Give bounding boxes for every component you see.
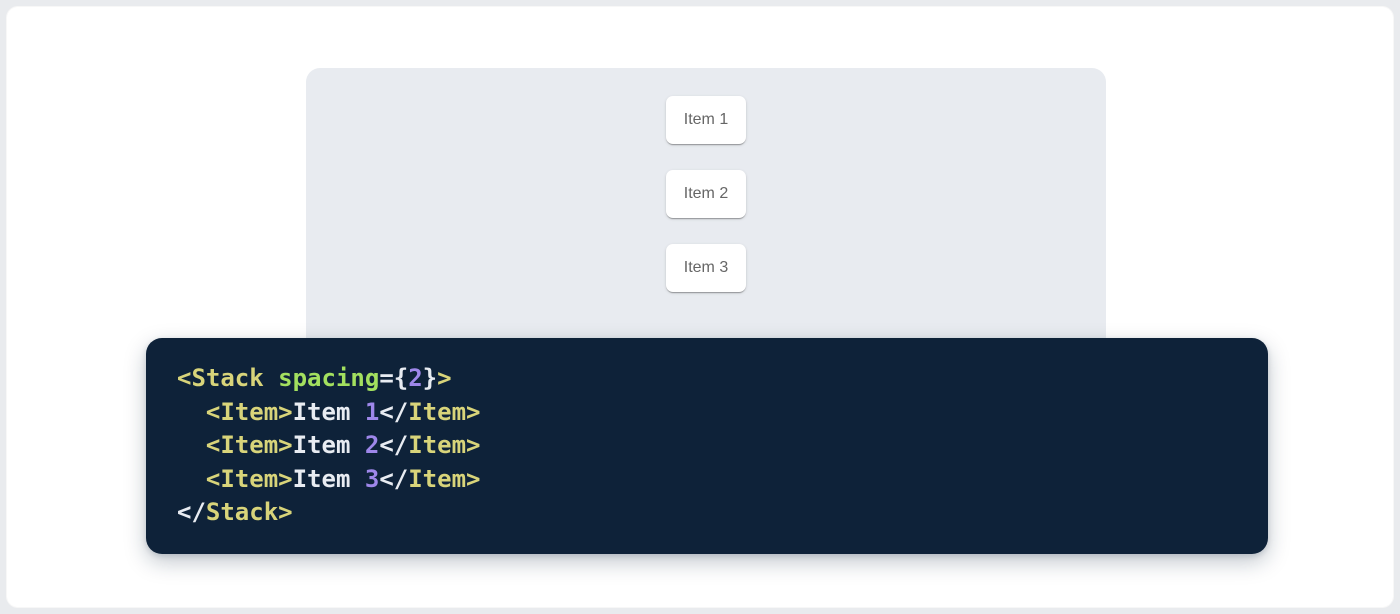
stack-item-label: Item 2 — [683, 185, 729, 202]
code-token-tag: Stack> — [205, 498, 293, 526]
code-token-number: 1 — [364, 397, 380, 426]
code-token-plain — [177, 431, 206, 459]
code-token-tag: Item> — [408, 464, 481, 493]
code-token-plain: </ — [379, 431, 409, 459]
code-token-tag: <Stack — [177, 364, 279, 392]
code-token-tag: > — [437, 364, 452, 392]
code-token-tag: <Item> — [205, 431, 293, 459]
code-token-attribute: spacing — [278, 364, 380, 392]
stack-item-card: Item 3 — [666, 244, 746, 292]
code-token-plain — [177, 398, 206, 426]
stack-item-label: Item 1 — [683, 111, 729, 128]
code-token-number: 2 — [364, 431, 380, 459]
code-block: <Stack spacing={2}> <Item>Item 1</Item> … — [146, 338, 1268, 554]
code-token-plain: </ — [177, 498, 206, 526]
code-token-tag: <Item> — [205, 464, 293, 493]
code-token-plain: Item — [292, 397, 365, 426]
code-token-number: 2 — [408, 364, 423, 392]
code-line: <Stack spacing={2}> — [177, 362, 1237, 396]
code-token-plain: } — [422, 364, 438, 392]
code-token-plain: ={ — [379, 364, 409, 392]
code-token-tag: Item> — [408, 397, 481, 426]
code-token-plain: Item — [292, 464, 365, 493]
code-token-tag: Item> — [408, 431, 481, 459]
code-token-plain — [177, 465, 206, 493]
stack-item-card: Item 2 — [666, 170, 746, 218]
code-line: <Item>Item 3</Item> — [177, 463, 1237, 497]
code-line: <Item>Item 2</Item> — [177, 429, 1237, 463]
code-token-plain: Item — [292, 431, 365, 459]
code-token-plain: </ — [379, 464, 409, 493]
code-line: </Stack> — [177, 496, 1237, 530]
stack-item-label: Item 3 — [683, 259, 729, 276]
code-token-number: 3 — [364, 464, 380, 493]
code-line: <Item>Item 1</Item> — [177, 396, 1237, 430]
code-token-tag: <Item> — [205, 397, 293, 426]
code-token-plain: </ — [379, 397, 409, 426]
stack-item-card: Item 1 — [666, 96, 746, 144]
item-stack: Item 1 Item 2 Item 3 — [306, 68, 1106, 292]
